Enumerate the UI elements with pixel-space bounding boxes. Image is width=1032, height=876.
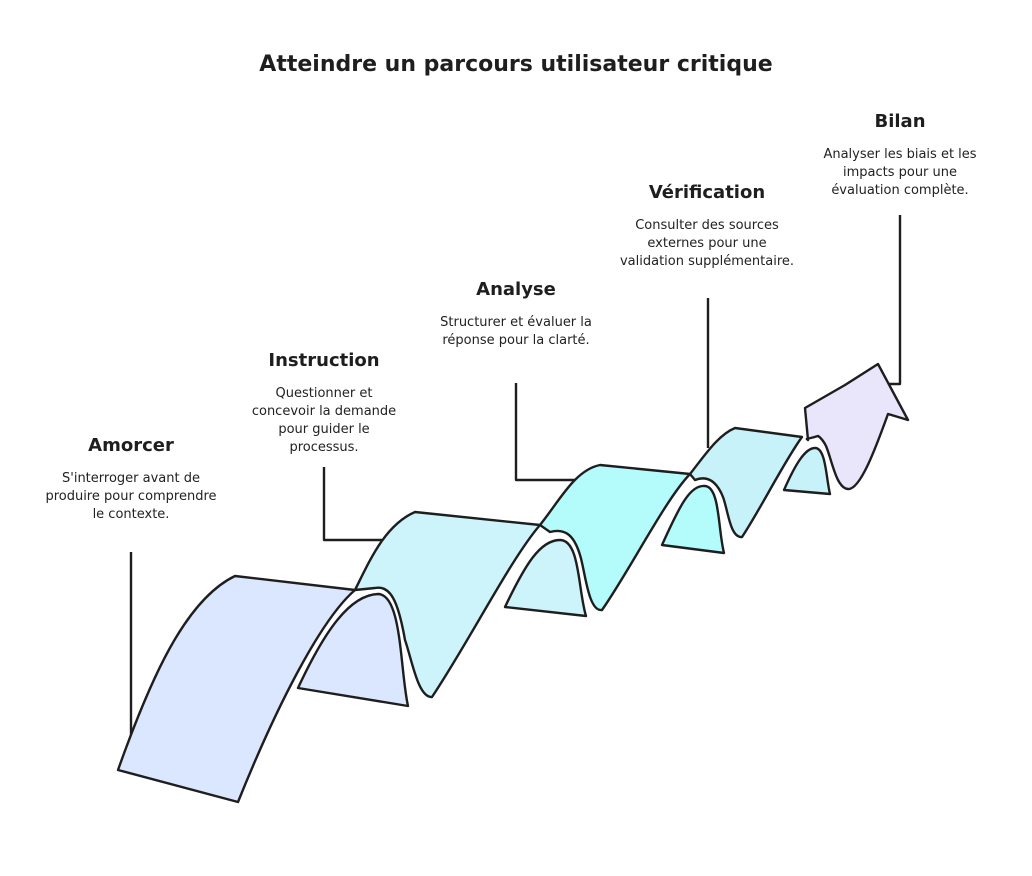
step-amorcer: Amorcer S'interroger avant de produire p…: [40, 435, 222, 524]
step-title: Instruction: [268, 350, 380, 371]
step-title: Amorcer: [88, 435, 174, 456]
step-title: Bilan: [874, 111, 926, 132]
ribbon-segment-amorcer: [116, 574, 410, 804]
step-analyse: Analyse Structurer et évaluer la réponse…: [430, 279, 602, 350]
step-title: Analyse: [476, 279, 556, 300]
step-description: Analyser les biais et les impacts pour u…: [823, 147, 977, 198]
ribbon-arrow-bilan: [803, 362, 910, 491]
diagram-title: Atteindre un parcours utilisateur critiq…: [259, 52, 773, 77]
ribbon-segment-analyse: [538, 463, 726, 612]
step-instruction: Instruction Questionner et concevoir la …: [244, 350, 404, 457]
ribbon-segment-verification: [688, 426, 832, 539]
step-description: Questionner et concevoir la demande pour…: [251, 386, 397, 455]
step-title: Vérification: [648, 182, 766, 203]
step-description: Consulter des sources externes pour une …: [619, 218, 795, 269]
connector-line-bilan: [880, 215, 902, 386]
step-bilan: Bilan Analyser les biais et les impacts …: [812, 111, 988, 200]
ribbon-segment-instruction: [353, 510, 588, 699]
step-verification: Vérification Consulter des sources exter…: [618, 182, 796, 271]
step-description: Structurer et évaluer la réponse pour la…: [440, 315, 592, 348]
connector-line-instruction: [322, 467, 385, 542]
step-description: S'interroger avant de produire pour comp…: [45, 471, 217, 522]
connector-line-analyse: [514, 383, 575, 482]
